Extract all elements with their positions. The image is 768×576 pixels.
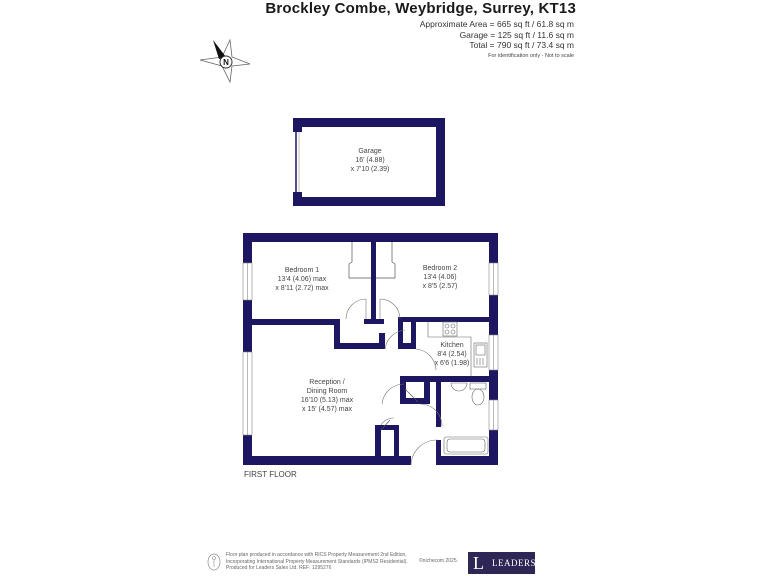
garage-area: Garage = 125 sq ft / 11.6 sq m: [459, 29, 574, 40]
footer-disclaimer: Floor plan produced in accordance with R…: [226, 552, 408, 572]
footer-line-3: Produced for Leaders Sales Ltd. REF: 129…: [226, 565, 332, 571]
footer-copyright: ©nichecom 2025.: [419, 558, 458, 564]
bedroom1-dim1: 13'4 (4.06) max: [278, 276, 327, 283]
floor-label: FIRST FLOOR: [244, 470, 297, 479]
reception-dim1: 16'10 (5.13) max: [301, 397, 354, 404]
kitchen-name: Kitchen: [440, 342, 463, 349]
north-arrow-icon: N: [199, 38, 251, 84]
door-swings: [345, 298, 443, 466]
bedroom2-name: Bedroom 2: [423, 265, 457, 272]
brand-mark: L: [473, 552, 484, 573]
brand-name: LEADERS: [492, 558, 536, 568]
garage-dim2: x 7'10 (2.39): [351, 166, 390, 173]
garage-outline: [293, 118, 445, 206]
north-label: N: [223, 58, 229, 67]
leaders-logo: L LEADERS: [468, 552, 536, 574]
kitchen-dim2: x 6'6 (1.98): [435, 360, 470, 367]
bedroom2-dim2: x 8'5 (2.57): [423, 283, 458, 290]
bedroom2-dim1: 13'4 (4.06): [423, 274, 456, 281]
footer-line-1: Floor plan produced in accordance with R…: [226, 552, 407, 558]
rics-person-icon: [207, 553, 221, 571]
windows: [242, 262, 499, 436]
reception-name-2: Dining Room: [307, 388, 348, 395]
area-summary: Approximate Area = 665 sq ft / 61.8 sq m…: [420, 19, 574, 61]
garage-name: Garage: [358, 148, 381, 155]
footer-line-2: Incorporating International Property Mea…: [226, 558, 408, 565]
bedroom1-name: Bedroom 1: [285, 267, 319, 274]
reception-name-1: Reception /: [309, 379, 344, 386]
kitchen-dim1: 8'4 (2.54): [437, 351, 466, 358]
wardrobes: [348, 242, 396, 279]
flat-walls: [243, 233, 498, 465]
bedroom1-dim2: x 8'11 (2.72) max: [275, 285, 329, 292]
garage-dim1: 16' (4.88): [355, 157, 384, 164]
bathroom-fittings: [443, 382, 489, 455]
kitchen-fittings: [427, 321, 488, 376]
property-title: Brockley Combe, Weybridge, Surrey, KT13: [265, 0, 576, 17]
scale-note: For identification only - Not to scale: [488, 52, 574, 59]
total-area: Total = 790 sq ft / 73.4 sq m: [469, 40, 574, 50]
approx-area: Approximate Area = 665 sq ft / 61.8 sq m: [419, 19, 574, 29]
reception-dim2: x 15' (4.57) max: [302, 406, 352, 413]
